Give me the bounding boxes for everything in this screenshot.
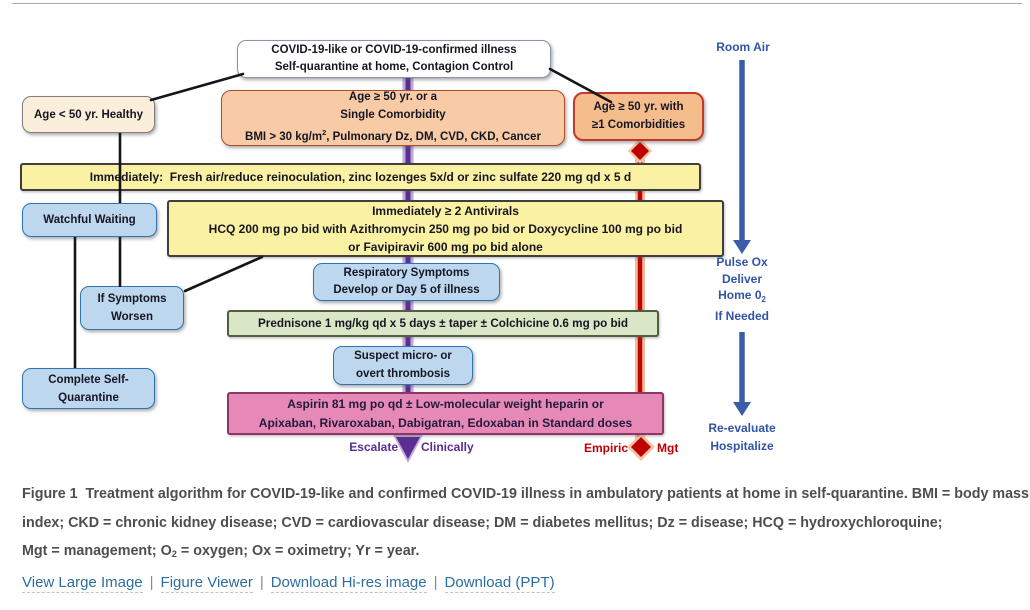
reevaluate-label: Re-evaluate Hospitalize [708, 421, 776, 453]
room-air-label: Room Air [716, 40, 770, 54]
figure-viewer-link[interactable]: Figure Viewer [160, 574, 253, 593]
node-antivirals: Immediately ≥ 2 Antivirals HCQ 200 mg po… [167, 200, 724, 257]
connector-line [183, 255, 264, 293]
node-respiratory-symptoms: Respiratory Symptoms Develop or Day 5 of… [313, 263, 500, 301]
node-line: Respiratory Symptoms [343, 267, 470, 279]
node-line: Prednisone 1 mg/kg qd x 5 days ± taper ±… [257, 317, 629, 330]
empiric-label: Empiric [583, 441, 628, 455]
node-line: Immediately: Fresh air/reduce reinoculat… [89, 170, 632, 184]
node-line: COVID-19-like or COVID-19-confirmed illn… [271, 44, 517, 56]
node-line: Watchful Waiting [43, 214, 136, 226]
node-line: Age ≥ 50 yr. with [593, 101, 684, 113]
node-complete-self-quarantine: Complete Self- Quarantine [22, 368, 155, 409]
escalate-arrowhead-icon [396, 437, 420, 459]
empiric-bottom-diamond-icon [631, 437, 651, 457]
node-line: Suspect micro- or [354, 350, 452, 362]
clinically-label: Clinically [421, 440, 474, 454]
download-ppt-link[interactable]: Download (PPT) [444, 574, 555, 593]
node-line: BMI > 30 kg/m2, Pulmonary Dz, DM, CVD, C… [245, 128, 541, 144]
node-if-symptoms-worsen: If Symptoms Worsen [80, 286, 184, 330]
node-line: Apixaban, Rivaroxaban, Dabigatran, Edoxa… [258, 415, 633, 430]
figure-caption-line: Mgt = management; O2 = oxygen; Ox = oxim… [22, 543, 420, 559]
node-line: Age ≥ 50 yr. or a [348, 91, 438, 104]
node-line: Single Comorbidity [340, 108, 446, 121]
node-age-under-50: Age < 50 yr. Healthy [22, 96, 155, 133]
node-line: Aspirin 81 mg po qd ± Low-molecular weig… [287, 397, 604, 411]
node-line: overt thrombosis [356, 367, 450, 380]
node-line: Quarantine [58, 391, 119, 404]
node-watchful-waiting: Watchful Waiting [22, 203, 157, 237]
link-separator: | [149, 574, 154, 591]
node-covid-illness: COVID-19-like or COVID-19-confirmed illn… [237, 40, 551, 78]
node-suspect-thrombosis: Suspect micro- or overt thrombosis [333, 346, 473, 385]
connector-line [149, 72, 245, 102]
pulse-ox-label: Pulse Ox Deliver Home 02 If Needed [714, 255, 769, 324]
link-separator: | [259, 574, 264, 591]
pulse-ox-arrowhead-icon [733, 402, 751, 416]
download-hires-link[interactable]: Download Hi-res image [270, 574, 427, 593]
figure-image[interactable]: COVID-19-like or COVID-19-confirmed illn… [0, 0, 1030, 475]
connector-line [548, 67, 613, 104]
room-air-arrowhead-icon [733, 240, 751, 254]
node-anticoagulation: Aspirin 81 mg po qd ± Low-molecular weig… [227, 392, 664, 435]
view-large-image-link[interactable]: View Large Image [22, 574, 143, 593]
divider [12, 3, 1022, 4]
mgt-label: Mgt [657, 441, 679, 455]
node-prednisone: Prednisone 1 mg/kg qd x 5 days ± taper ±… [227, 310, 659, 337]
empiric-top-diamond-icon [631, 142, 649, 160]
figure-links: View Large Image | Figure Viewer | Download … [22, 574, 555, 593]
node-line: Complete Self- [48, 373, 129, 386]
node-line: HCQ 200 mg po bid with Azithromycin 250 … [208, 221, 683, 236]
node-line: ≥1 Comorbidities [591, 118, 686, 131]
node-line: Develop or Day 5 of illness [333, 284, 480, 296]
figure-caption-line: index; CKD = chronic kidney disease; CVD… [22, 515, 943, 531]
node-age-50-comorbidities: Age ≥ 50 yr. with ≥1 Comorbidities [573, 92, 704, 141]
node-age-50-single-comorbidity: Age ≥ 50 yr. or a Single Comorbidity BMI… [221, 90, 565, 146]
node-line: Immediately ≥ 2 Antivirals [372, 203, 519, 218]
figure-caption-line: Figure 1 Treatment algorithm for COVID-1… [22, 486, 1029, 502]
escalate-label: Escalate [349, 440, 398, 454]
node-line: Self-quarantine at home, Contagion Contr… [274, 61, 514, 73]
node-line: If Symptoms [97, 293, 167, 305]
link-separator: | [433, 574, 438, 591]
node-line: or Favipiravir 600 mg po bid alone [348, 239, 543, 254]
flow-connectors-layer [73, 67, 613, 368]
node-zinc-protocol: Immediately: Fresh air/reduce reinoculat… [20, 163, 701, 191]
node-line: Worsen [111, 311, 153, 323]
node-line: Age < 50 yr. Healthy [34, 108, 143, 121]
